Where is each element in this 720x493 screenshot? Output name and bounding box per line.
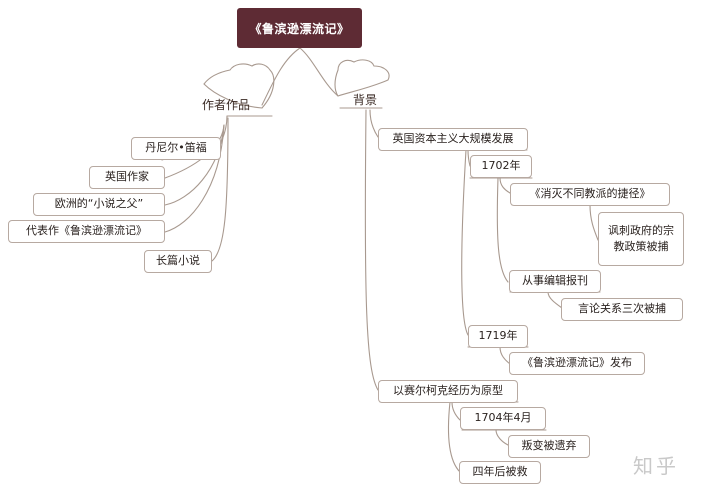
author-node-long-novel[interactable]: 长篇小说 <box>144 250 212 273</box>
bg-node-arrests[interactable]: 言论关系三次被捕 <box>561 298 683 321</box>
bg-node-capitalism[interactable]: 英国资本主义大规模发展 <box>378 128 528 151</box>
bg-node-1702[interactable]: 1702年 <box>470 155 532 178</box>
author-node-defoe[interactable]: 丹尼尔•笛福 <box>131 137 221 160</box>
bg-node-pamphlet[interactable]: 《消灭不同教派的捷径》 <box>510 183 670 206</box>
bg-node-1719[interactable]: 1719年 <box>468 325 528 348</box>
branch-background-label[interactable]: 背景 <box>353 91 377 108</box>
author-node-representative-work[interactable]: 代表作《鲁滨逊漂流记》 <box>8 220 165 243</box>
root-topic[interactable]: 《鲁滨逊漂流记》 <box>237 8 362 48</box>
bg-node-1704[interactable]: 1704年4月 <box>460 407 546 430</box>
author-node-nationality[interactable]: 英国作家 <box>89 166 165 189</box>
bg-node-editing[interactable]: 从事编辑报刊 <box>509 270 601 293</box>
branch-author-label[interactable]: 作者作品 <box>202 96 250 113</box>
bg-node-published[interactable]: 《鲁滨逊漂流记》发布 <box>509 352 645 375</box>
author-node-father-of-novel[interactable]: 欧洲的“小说之父” <box>33 193 165 216</box>
bg-node-satire-arrest[interactable]: 讽刺政府的宗教政策被捕 <box>598 212 684 266</box>
zhihu-watermark: 知乎 <box>633 450 679 479</box>
bg-node-rescued[interactable]: 四年后被救 <box>459 461 541 484</box>
bg-node-selkirk[interactable]: 以赛尔柯克经历为原型 <box>378 380 518 403</box>
bg-node-mutiny[interactable]: 叛变被遗弃 <box>508 435 590 458</box>
